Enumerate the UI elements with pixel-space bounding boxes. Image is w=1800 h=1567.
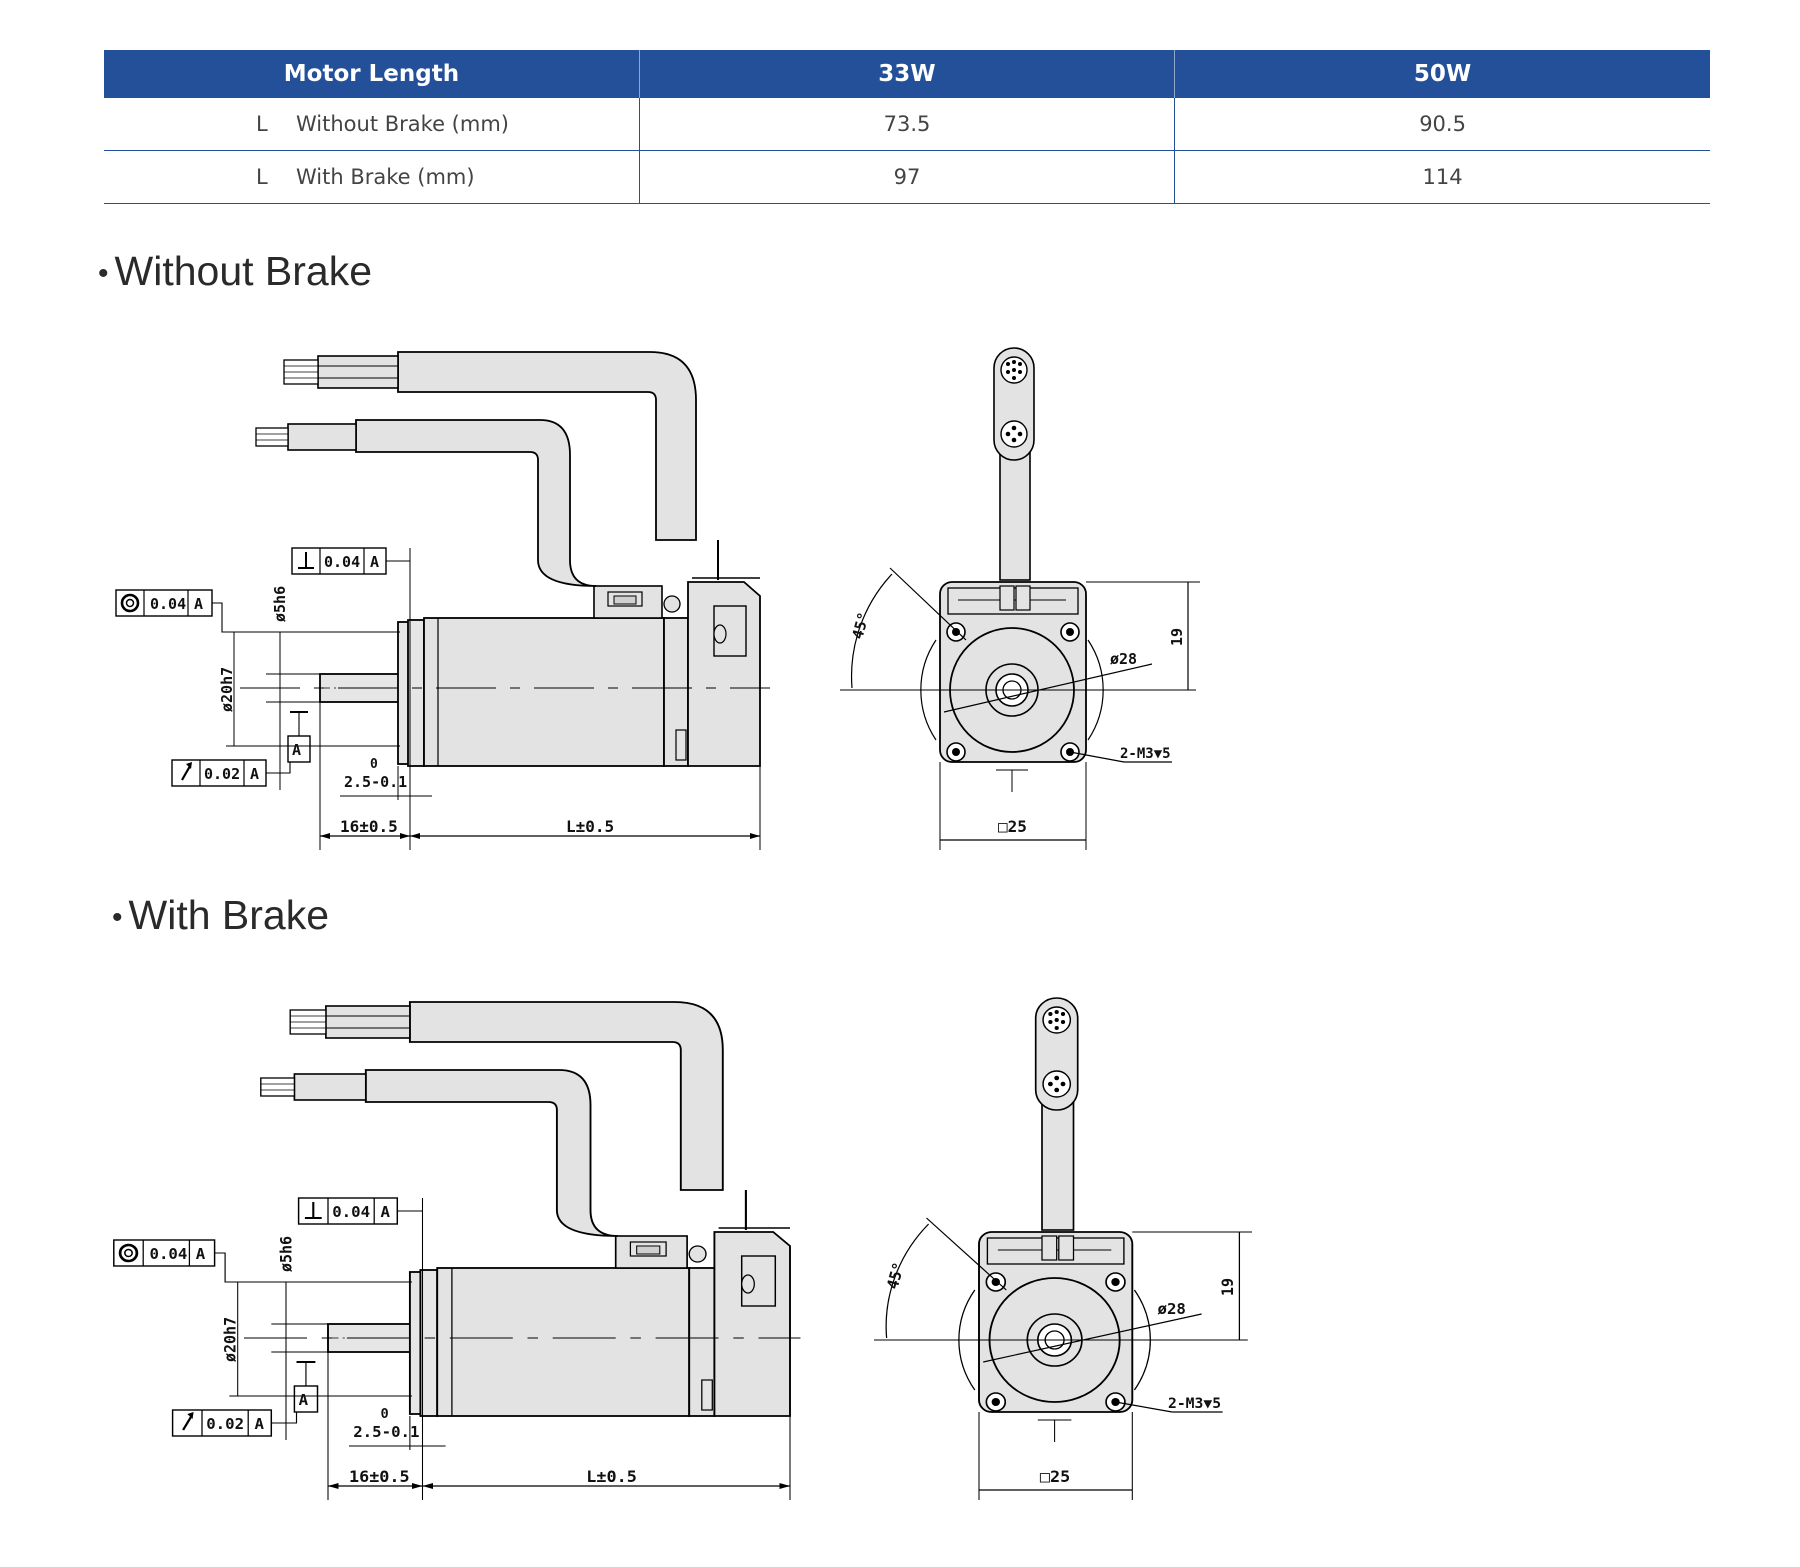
table-cell: 97 [638, 150, 1175, 204]
table-row: L Without Brake (mm) 73.5 90.5 [104, 98, 1710, 151]
datum-label: A [250, 765, 259, 783]
pilot-diameter-label: ø20h7 [221, 1317, 239, 1362]
row-label-text: Without Brake (mm) [296, 112, 509, 136]
table-cell: 90.5 [1174, 98, 1710, 151]
angle-label: 45° [883, 1260, 908, 1291]
row-symbol: L [256, 112, 268, 136]
row-label: L Without Brake (mm) [104, 98, 640, 151]
shaft-diameter-label: ø5h6 [277, 1236, 295, 1272]
datum-label: A [380, 1203, 389, 1221]
datum-a-label: A [292, 741, 301, 759]
runout-value: 0.02 [206, 1415, 244, 1433]
table-row: L With Brake (mm) 97 114 [104, 150, 1710, 204]
row-symbol: L [256, 165, 268, 189]
datum-label: A [196, 1245, 205, 1263]
table-cell: 114 [1174, 150, 1710, 204]
perpendicularity-value: 0.04 [332, 1203, 370, 1221]
concentricity-value: 0.04 [150, 1245, 188, 1263]
section-title-without-brake: •Without Brake [98, 248, 373, 294]
end-view-with-brake [873, 997, 1253, 1501]
height-label: 19 [1219, 1278, 1237, 1296]
body-length-label: L±0.5 [586, 1467, 637, 1486]
shaft-length-label: 16±0.5 [349, 1467, 410, 1486]
square-label: □25 [998, 817, 1027, 836]
header-50w: 50W [1174, 50, 1710, 98]
square-label: □25 [1040, 1467, 1070, 1486]
diagram-with-brake: 0.04 A 0.04 A 0.02 A A ø5h6 ø20h7 0 2.5-… [112, 997, 1253, 1502]
pilot-diameter-label: ø20h7 [218, 667, 236, 712]
datum-a-label: A [299, 1391, 308, 1409]
datum-label: A [194, 595, 203, 613]
pcd-label: ø28 [1110, 650, 1137, 668]
pilot-depth-label: 2.5-0.1 [344, 773, 407, 791]
concentricity-value: 0.04 [150, 595, 186, 613]
table-cell: 73.5 [638, 98, 1175, 151]
row-label-text: With Brake (mm) [296, 165, 475, 189]
body-length-label: L±0.5 [566, 817, 614, 836]
height-label: 19 [1168, 628, 1186, 646]
table-header-row: Motor Length 33W 50W [104, 50, 1710, 98]
perpendicularity-value: 0.04 [324, 553, 360, 571]
motor-length-table: Motor Length 33W 50W L Without Brake (mm)… [104, 50, 1710, 204]
section-title-with-brake: •With Brake [112, 892, 330, 938]
holes-label: 2-M3▼5 [1168, 1396, 1221, 1412]
holes-label: 2-M3▼5 [1120, 746, 1171, 762]
row-label: L With Brake (mm) [104, 150, 640, 204]
header-33w: 33W [638, 50, 1175, 98]
runout-value: 0.02 [204, 765, 240, 783]
shaft-length-label: 16±0.5 [340, 817, 398, 836]
angle-label: 45° [848, 610, 872, 641]
diagram-without-brake: 0.04 A 0.04 A 0.02 A A ø5h6 ø20h7 0 2.5-… [114, 347, 1201, 852]
pilot-depth-top-label: 0 [370, 757, 378, 772]
pilot-depth-label: 2.5-0.1 [353, 1423, 419, 1441]
shaft-diameter-label: ø5h6 [271, 586, 289, 622]
datum-label: A [254, 1415, 263, 1433]
pilot-depth-top-label: 0 [380, 1407, 388, 1422]
pcd-label: ø28 [1158, 1300, 1186, 1318]
end-view-without-brake [839, 347, 1201, 851]
datum-label: A [370, 553, 379, 571]
header-motor-length: Motor Length [104, 50, 640, 98]
